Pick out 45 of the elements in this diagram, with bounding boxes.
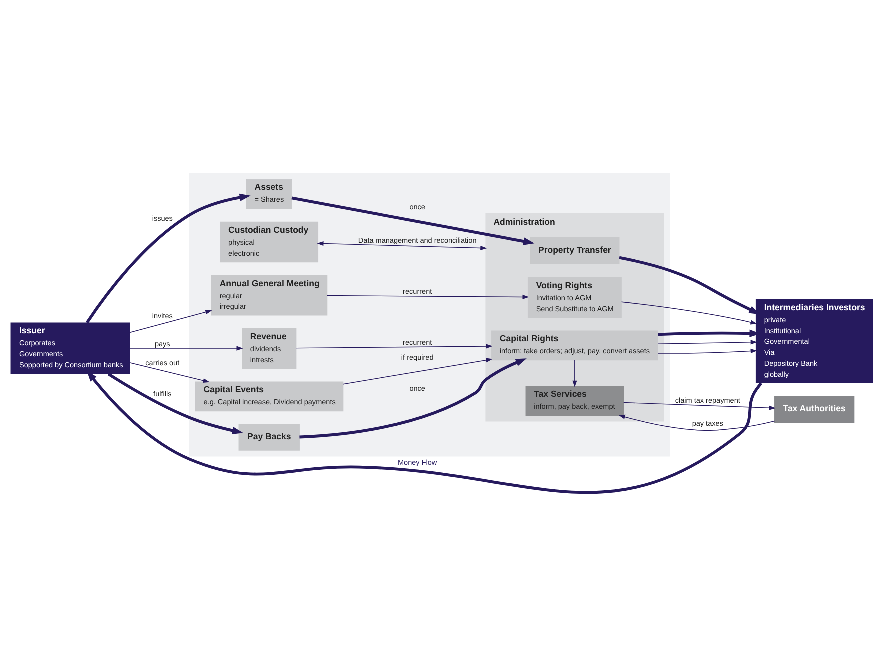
node-box: Capital Events e.g. Capital increase, Dividend payments [195, 381, 344, 412]
arrow [658, 348, 758, 354]
arrow [86, 193, 251, 324]
node-box: Voting Rights Invitation to AGM Send Substitute to AGM [528, 276, 622, 318]
edge-label: once [410, 202, 426, 211]
edge-label: pays [154, 338, 170, 348]
arrow [624, 402, 776, 410]
edge-label: claim tax repayment [675, 396, 740, 405]
edge-label: recurrent [403, 286, 432, 296]
node-box: Pay Backs [238, 423, 300, 450]
arrow [130, 346, 244, 350]
node-box: Capital Rights inform; take orders; adjust, pay, convert assets [492, 330, 658, 360]
arrow [618, 414, 776, 431]
edge-label: issues [152, 214, 173, 223]
edge-label: recurrent [403, 337, 432, 346]
node-box: Revenue dividends intrests [242, 328, 297, 368]
arrow [130, 310, 212, 333]
edge-label: Money Flow [398, 458, 438, 467]
node-box: Custodian Custody physical electronic [220, 221, 319, 262]
edge-label: once [410, 383, 426, 392]
arrow [658, 340, 758, 344]
edge-label: pay taxes [692, 418, 724, 428]
arrow [300, 358, 527, 438]
node-box: Issuer Corporates Governments Sopported by Consortium banks [10, 322, 130, 374]
arrow [317, 240, 488, 250]
node-box: Tax Services inform, pay back, exempt [526, 386, 624, 416]
cluster [189, 172, 670, 456]
node-box: Property Transfer [530, 236, 620, 264]
node-box: Assets = Shares [246, 178, 292, 209]
edge-label: fulfills [154, 389, 172, 398]
node-box: Annual General Meeting regular irregular [211, 274, 328, 316]
arrow [572, 359, 578, 387]
arrow [292, 196, 535, 245]
arrow [621, 301, 758, 324]
edge-label: invites [152, 311, 173, 320]
node-box: Intermediaries Investors private Institutional Governmental Via Depository Bank globally [756, 298, 874, 384]
node-box: Tax Authorities [774, 396, 855, 423]
arrow [130, 362, 210, 383]
arrow [296, 344, 493, 348]
edge-label: Data management and reconciliation [358, 235, 477, 244]
arrow [108, 372, 244, 434]
arrow [342, 358, 493, 384]
edge-label: if required [401, 352, 434, 362]
arrow [326, 294, 530, 299]
edge-label: carries out [146, 358, 180, 367]
